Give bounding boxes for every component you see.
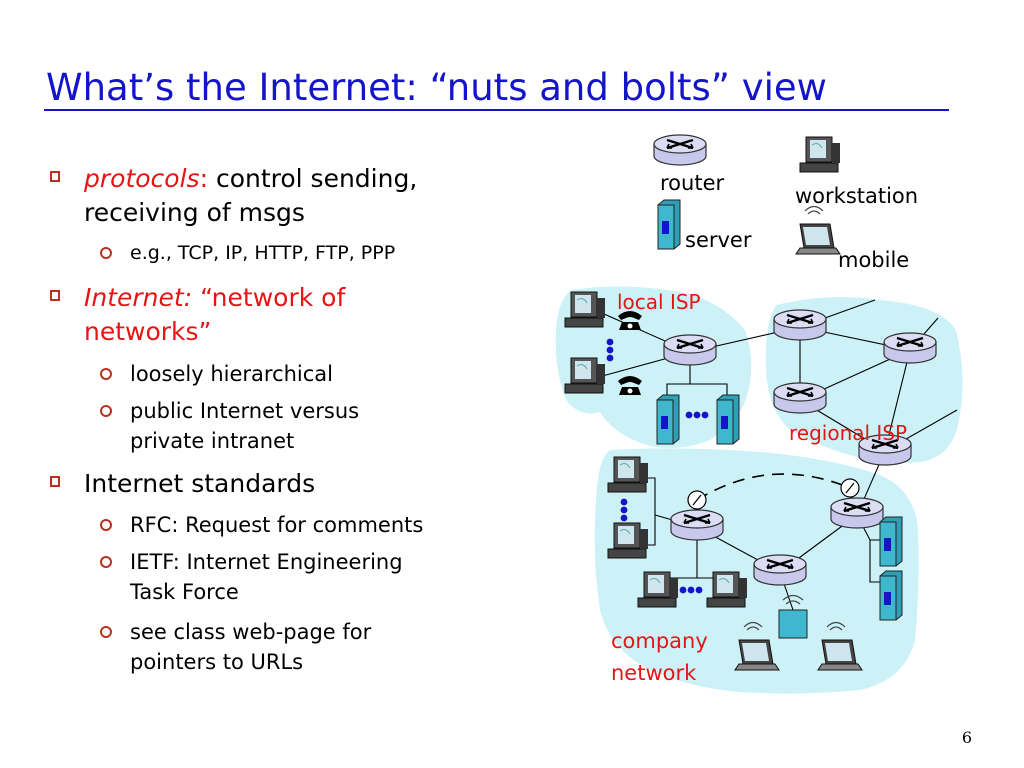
antenna-icon: [687, 490, 707, 510]
legend-router-icon: [652, 133, 708, 167]
legend-mobile-label: mobile: [838, 248, 909, 272]
access-point-signal-icon: [782, 594, 804, 605]
circle-bullet-icon: [100, 405, 112, 417]
legend-workstation-label: workstation: [795, 184, 918, 208]
company-network-label-line2: network: [611, 661, 697, 685]
regional-router-right: [882, 331, 938, 365]
slide-title: What’s the Internet: “nuts and bolts” vi…: [46, 66, 827, 109]
square-bullet-icon: [50, 476, 60, 487]
company-server-bottom: [879, 570, 903, 621]
regional-isp-label: regional ISP: [789, 421, 907, 445]
square-bullet-icon: [50, 171, 60, 182]
circle-bullet-icon: [100, 556, 112, 568]
company-router-left: [669, 508, 725, 542]
circle-bullet-icon: [100, 519, 112, 531]
local-isp-server-left: [656, 394, 680, 445]
square-bullet-icon: [50, 290, 60, 301]
circle-bullet-icon: [100, 247, 112, 259]
legend-router-label: router: [660, 171, 724, 195]
regional-router-top: [772, 308, 828, 342]
legend-workstation-icon: [799, 136, 841, 173]
company-router-right: [829, 496, 885, 530]
title-underline: [44, 109, 949, 111]
access-point: [778, 609, 808, 639]
legend-server-label: server: [685, 228, 752, 252]
page-number: 6: [961, 728, 972, 747]
local-isp-server-right: [716, 394, 740, 445]
company-network-label-line1: company: [611, 629, 708, 653]
local-isp-cloud: [555, 286, 752, 448]
legend-server-icon: [657, 199, 681, 250]
regional-router-bottom: [772, 381, 828, 415]
company-server-top: [879, 516, 903, 567]
internet-term: Internet:: [84, 283, 193, 312]
antenna-icon: [840, 478, 860, 498]
ellipsis-dots: [606, 338, 709, 594]
company-router-center: [752, 553, 808, 587]
protocols-term: protocols: [84, 164, 200, 193]
local-isp-router: [662, 333, 718, 367]
circle-bullet-icon: [100, 368, 112, 380]
legend-mobile-icon: [795, 205, 841, 255]
local-isp-label: local ISP: [617, 290, 701, 314]
bullet-list: protocols: control sending, receiving of…: [50, 164, 423, 674]
wireless-link: [696, 473, 851, 501]
circle-bullet-icon: [100, 626, 112, 638]
